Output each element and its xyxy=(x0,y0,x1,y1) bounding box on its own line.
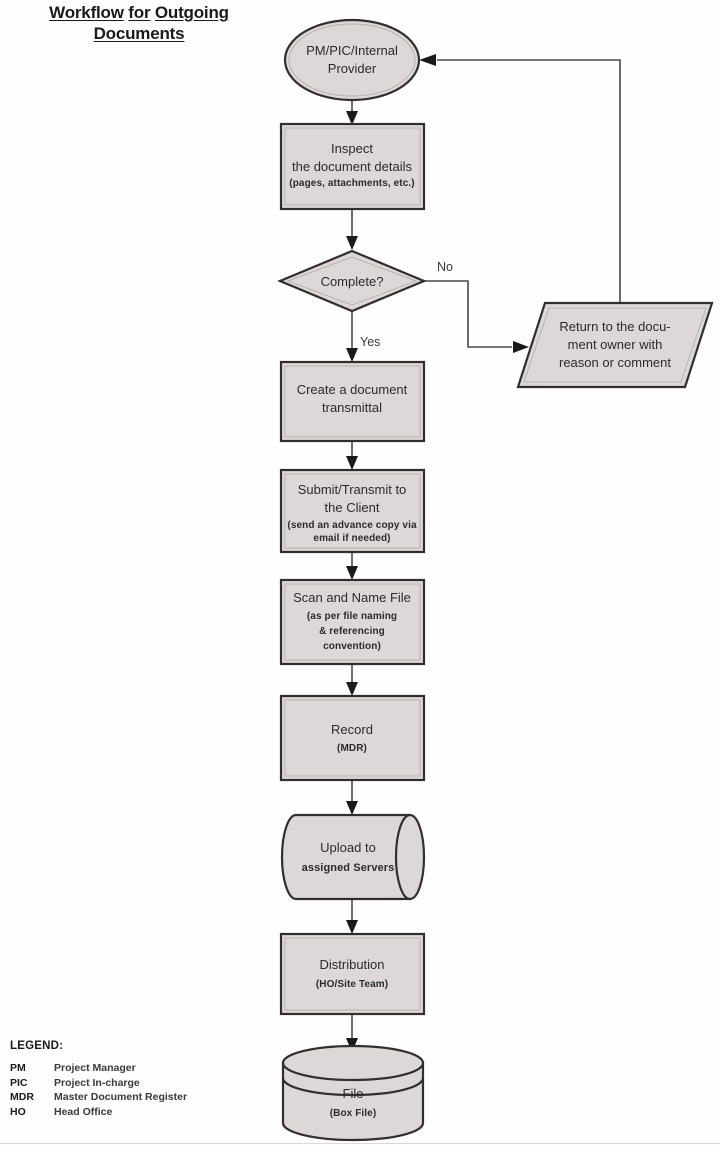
legend-desc-pic: Project In-charge xyxy=(54,1076,140,1089)
node-submit-sub-1: (send an advance copy via xyxy=(287,520,417,531)
node-distribution-sub-1: (HO/Site Team) xyxy=(316,979,388,990)
title-word-workflow: Workflow xyxy=(49,3,124,22)
legend-item-ho: HO Head Office xyxy=(10,1105,250,1120)
edge-scan-to-record xyxy=(346,664,358,696)
node-transmittal[interactable]: Create a document transmittal xyxy=(279,360,426,443)
node-file-line-1: File xyxy=(343,1086,364,1101)
node-scan-sub-3: convention) xyxy=(323,641,381,652)
page-title-line-2: Documents xyxy=(14,23,264,44)
node-upload-line-1: Upload to xyxy=(320,840,376,855)
legend-desc-ho: Head Office xyxy=(54,1105,113,1118)
legend-item-pm: PM Project Manager xyxy=(10,1061,250,1076)
node-return-line-2: ment owner with xyxy=(568,337,663,352)
edge-upload-to-distribution xyxy=(346,900,358,934)
node-start[interactable]: PM/PIC/Internal Provider xyxy=(283,18,421,102)
node-record-sub-1: (MDR) xyxy=(337,743,367,754)
node-return-line-1: Return to the docu- xyxy=(559,319,670,334)
node-upload-sub-1: assigned Servers xyxy=(302,862,395,874)
node-file-sub-1: (Box File) xyxy=(330,1108,377,1119)
edge-start-to-inspect xyxy=(346,100,358,125)
node-upload[interactable]: Upload to assigned Servers xyxy=(280,813,426,901)
node-distribution-line-1: Distribution xyxy=(319,957,384,972)
edge-label-yes: Yes xyxy=(360,335,380,349)
node-submit-line-2: the Client xyxy=(325,500,380,515)
node-scan-sub-2: & referencing xyxy=(319,626,385,637)
node-inspect-sub-1: (pages, attachments, etc.) xyxy=(289,178,414,189)
node-complete-label: Complete? xyxy=(321,274,384,289)
node-distribution[interactable]: Distribution (HO/Site Team) xyxy=(279,932,426,1016)
node-return-line-3: reason or comment xyxy=(559,355,671,370)
page-bottom-divider xyxy=(0,1143,720,1144)
edge-inspect-to-complete xyxy=(346,209,358,250)
edge-submit-to-scan xyxy=(346,552,358,580)
legend-abbr-ho: HO xyxy=(10,1105,26,1118)
node-record[interactable]: Record (MDR) xyxy=(279,694,426,782)
node-inspect-line-1: Inspect xyxy=(331,141,373,156)
title-word-documents: Documents xyxy=(93,24,185,43)
legend-desc-mdr: Master Document Register xyxy=(54,1091,188,1103)
node-start-line-2: Provider xyxy=(328,61,377,76)
legend-item-mdr: MDR Master Document Register xyxy=(10,1090,250,1105)
node-inspect[interactable]: Inspect the document details (pages, att… xyxy=(279,122,426,211)
node-record-line-1: Record xyxy=(331,722,373,737)
node-file[interactable]: File (Box File) xyxy=(281,1044,425,1142)
edge-record-to-upload xyxy=(346,780,358,815)
page-title: Workflow for Outgoing Documents xyxy=(14,2,264,44)
node-submit-line-1: Submit/Transmit to xyxy=(298,482,407,497)
node-scan-line-1: Scan and Name File xyxy=(293,590,411,605)
node-submit-sub-2: email if needed) xyxy=(313,533,390,544)
node-scan[interactable]: Scan and Name File (as per file naming &… xyxy=(279,578,426,666)
node-inspect-line-2: the document details xyxy=(292,159,412,174)
edge-transmittal-to-submit xyxy=(346,441,358,470)
edge-return-to-start xyxy=(419,54,621,303)
legend-heading: LEGEND: xyxy=(10,1040,64,1052)
legend-desc-pm: Project Manager xyxy=(54,1062,136,1074)
edge-label-no: No xyxy=(437,260,453,274)
edge-complete-to-transmittal xyxy=(346,311,358,362)
legend-abbr-mdr: MDR xyxy=(10,1091,34,1103)
legend-abbr-pic: PIC xyxy=(10,1076,28,1089)
title-word-for: for xyxy=(128,3,151,22)
node-submit[interactable]: Submit/Transmit to the Client (send an a… xyxy=(279,468,426,554)
legend-abbr-pm: PM xyxy=(10,1062,26,1074)
node-scan-sub-1: (as per file naming xyxy=(307,611,397,622)
node-complete[interactable]: Complete? xyxy=(277,249,427,313)
node-return[interactable]: Return to the docu- ment owner with reas… xyxy=(516,301,714,389)
legend: LEGEND: PM Project Manager PIC Project I… xyxy=(10,1040,250,1119)
title-word-outgoing: Outgoing xyxy=(154,3,229,22)
legend-item-pic: PIC Project In-charge xyxy=(10,1076,250,1091)
edge-complete-to-return xyxy=(424,280,529,353)
page-title-line-1: Workflow for Outgoing xyxy=(14,2,264,23)
node-transmittal-line-1: Create a document xyxy=(297,382,408,397)
node-transmittal-line-2: transmittal xyxy=(322,400,382,415)
node-start-line-1: PM/PIC/Internal xyxy=(306,43,398,58)
